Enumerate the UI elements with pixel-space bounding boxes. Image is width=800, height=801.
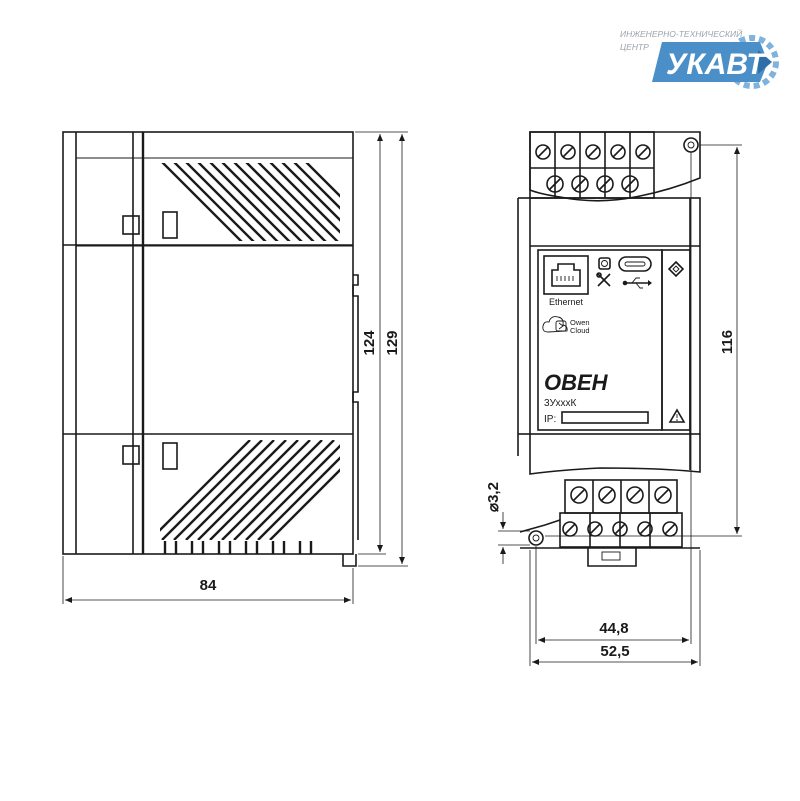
usb-icon [622,277,652,289]
dim-front-height: 116 [719,330,736,354]
logo-line2: ЦЕНТР [620,42,649,52]
side-dimensions: 84 124 129 [62,131,408,604]
logo-banner [652,42,768,82]
diamond-indicator-icon [667,260,685,278]
terminal-screws-top [535,144,651,193]
side-view [62,131,359,567]
ethernet-label: Ethernet [549,297,584,307]
dim-side-width: 84 [200,577,217,594]
cloud-label-1: Owen [570,318,590,327]
logo-arrow-icon [758,50,772,74]
company-logo: ИНЖЕНЕРНО-ТЕХНИЧЕСКИЙ ЦЕНТР УКАВТ [620,28,779,89]
vent-slots-top [161,163,340,241]
warning-icon [668,408,686,423]
brand-logo: ОВЕН [544,370,609,395]
mount-hole-top [683,137,699,153]
cloud-icon [542,316,568,333]
dim-hole-spacing: 44,8 [599,620,628,637]
logo-name: УКАВТ [666,48,767,81]
dim-front-width: 52,5 [600,643,629,660]
vent-slots-bottom [160,440,340,540]
ip-field [561,411,649,424]
dim-side-height-outer: 129 [384,330,401,355]
reset-button-icon [598,257,611,270]
dim-side-height-inner: 124 [361,330,378,356]
ip-label: IP: [544,414,556,425]
din-rail-clip [587,548,637,567]
cloud-label-2: Cloud [570,326,590,335]
mount-hole-bottom [528,530,544,546]
bottom-comb [163,541,313,554]
model-name: 3УхххК [544,398,576,409]
ethernet-port-icon [543,255,589,295]
usb-c-port-icon [618,256,652,272]
service-tools-icon [596,272,611,287]
logo-line1: ИНЖЕНЕРНО-ТЕХНИЧЕСКИЙ [620,28,743,39]
front-view: Ethernet Owen Cloud ОВЕН 3УхххК [517,131,701,567]
front-dimensions: 116 44,8 52,5 ⌀3,2 [485,144,742,666]
dim-hole-diameter: ⌀3,2 [485,482,502,512]
terminal-screws-bottom [562,486,678,537]
